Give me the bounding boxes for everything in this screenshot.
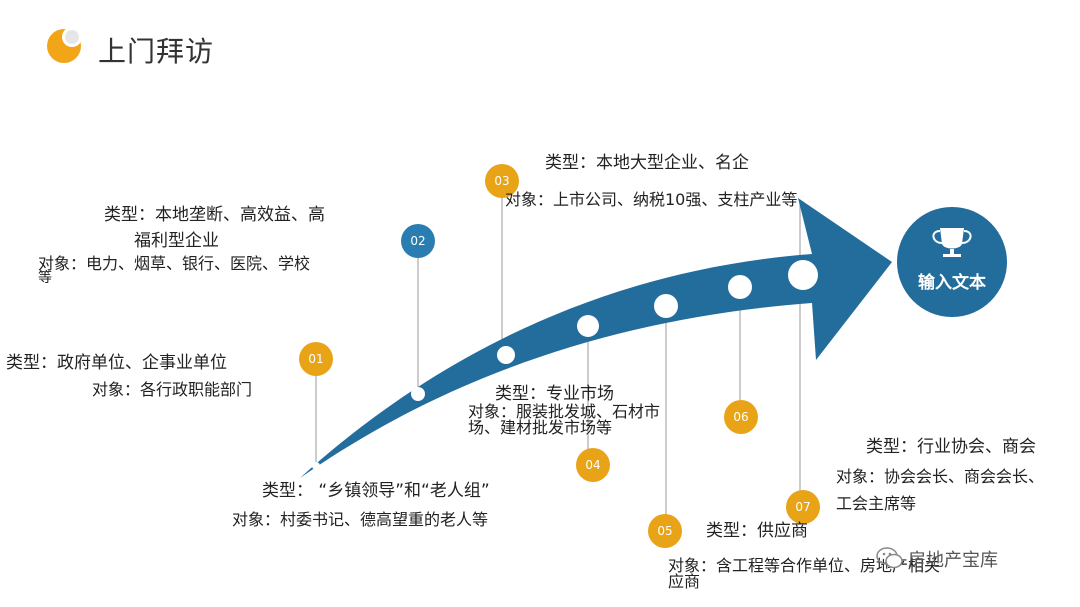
item-08-target: 对象：村委书记、德高望重的老人等 <box>232 510 489 529</box>
page-title: 上门拜访 <box>98 35 215 68</box>
badge-05: 05 <box>648 514 682 548</box>
item-04-target: 对象：服装批发城、石材市 <box>468 402 661 421</box>
arrow-dot <box>728 275 752 299</box>
arrow-dot <box>577 315 599 337</box>
arrow-dot <box>312 462 320 470</box>
item-07-type: 类型：行业协会、商会 <box>866 437 1036 457</box>
item-03-target: 对象：上市公司、纳税10强、支柱产业等 <box>505 190 798 209</box>
item-05-target-cont: 应商 <box>668 572 701 591</box>
item-01-target: 对象：各行政职能部门 <box>92 380 253 399</box>
arrow-dot <box>788 260 818 290</box>
badge-02: 02 <box>401 224 435 258</box>
wechat-icon <box>876 546 904 570</box>
trophy-icon <box>932 228 972 257</box>
item-02-type-cont: 福利型企业 <box>134 231 219 251</box>
badge-06: 06 <box>724 400 758 434</box>
item-04-target-cont: 场、建材批发市场等 <box>468 418 613 437</box>
item-05-target: 对象：含工程等合作单位、房地产相关 <box>668 556 941 575</box>
item-02-target-cont: 等 <box>38 270 52 286</box>
item-07-target-cont: 工会主席等 <box>836 494 917 513</box>
title-logo <box>44 24 84 64</box>
badge-03: 03 <box>485 164 519 198</box>
arrow-shape <box>300 198 892 478</box>
item-02-target: 对象：电力、烟草、银行、医院、学校 <box>38 254 311 273</box>
item-03-type: 类型：本地大型企业、名企 <box>545 153 749 173</box>
watermark: 房地产宝库 <box>908 550 998 571</box>
trophy-circle <box>897 207 1007 317</box>
arrow-dot <box>497 346 515 364</box>
item-07-target: 对象：协会会长、商会会长、 <box>836 467 1045 486</box>
item-04-type: 类型：专业市场 <box>495 384 614 404</box>
arrow-dot <box>654 294 678 318</box>
item-01-type: 类型：政府单位、企事业单位 <box>6 353 227 373</box>
item-02-type: 类型：本地垄断、高效益、高 <box>104 205 325 225</box>
item-08-type: 类型： “乡镇领导”和“老人组” <box>262 481 490 501</box>
badge-04: 04 <box>576 448 610 482</box>
arrow-dot <box>411 387 425 401</box>
badge-07: 07 <box>786 490 820 524</box>
trophy-label: 输入文本 <box>918 273 986 293</box>
badge-01: 01 <box>299 342 333 376</box>
item-05-type: 类型：供应商 <box>706 521 808 541</box>
